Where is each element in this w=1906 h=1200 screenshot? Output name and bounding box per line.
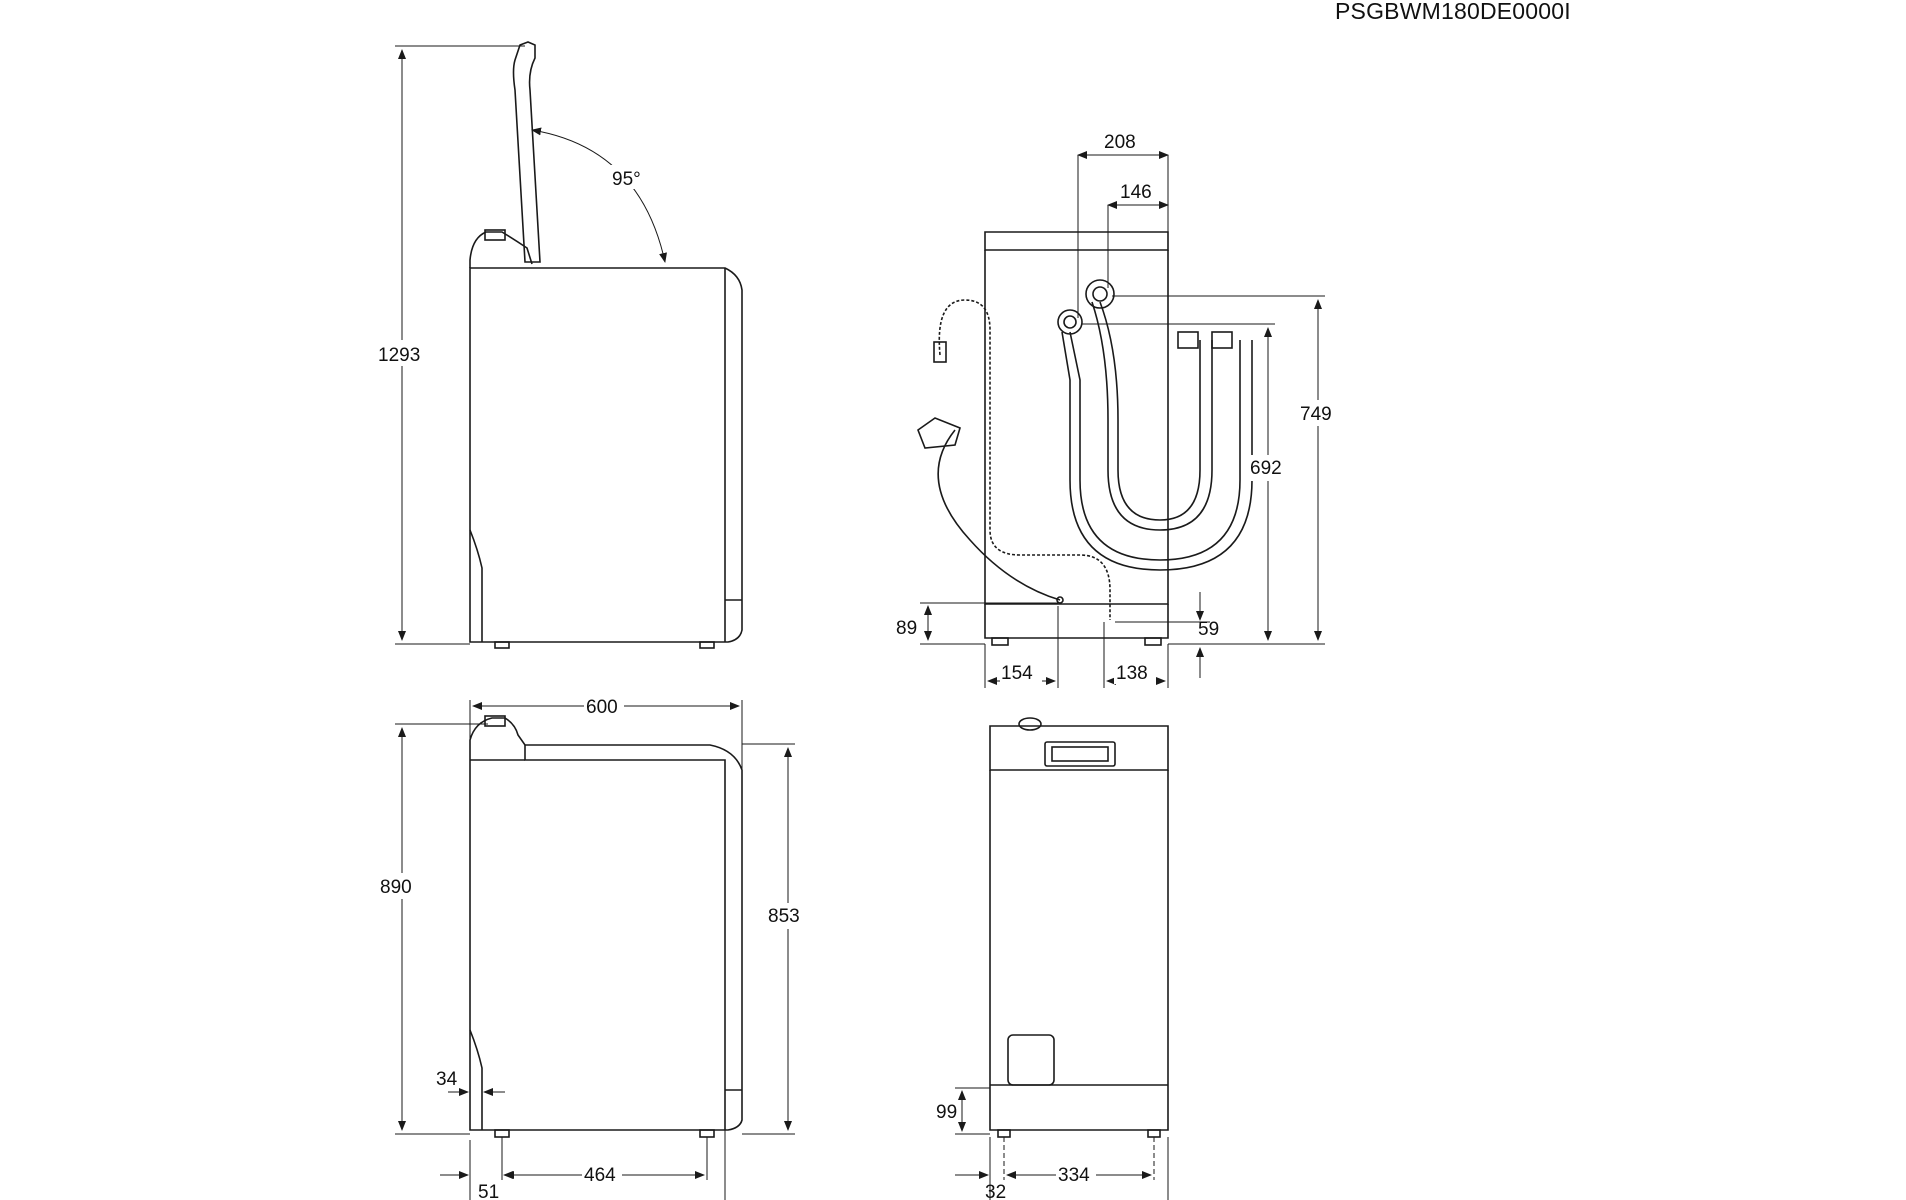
dim-397: 397 [1056,1137,1169,1200]
side-view-lid-open: 1293 95° [378,41,743,649]
dim-1293: 1293 [378,45,525,645]
dim-label: 51 [478,1182,499,1200]
dim-label: 890 [380,877,412,898]
dim-146: 146 [1107,182,1169,288]
dim-208: 208 [1077,132,1169,318]
dim-label: 208 [1104,132,1136,153]
dim-label: 34 [436,1069,458,1090]
front-view: 99 334 32 397 [936,717,1169,1200]
dim-label: 138 [1116,663,1148,684]
dim-99: 99 [936,1087,990,1135]
dim-89: 89 [896,602,1058,645]
document-code: PSGBWM180DE0000I [1335,0,1571,24]
machine-rear-outline [984,231,1169,646]
dim-label: 464 [584,1165,616,1186]
dim-label: 853 [768,906,800,927]
dim-label: 89 [896,618,917,639]
machine-body-outline [469,229,743,649]
dim-label: 692 [1250,458,1282,479]
dim-angle-95: 95° [531,127,667,263]
dim-label: 749 [1300,404,1332,425]
dim-label: 1293 [378,345,420,366]
machine-front-outline [989,717,1169,1138]
dim-853: 853 [742,743,812,1135]
dim-549: 549 [578,1130,726,1200]
dim-749: 749 [1112,295,1342,645]
dim-692: 692 [1082,323,1292,641]
dim-34: 34 [436,1069,505,1096]
angle-label: 95° [612,169,641,190]
inlet-and-outlet-hoses [1057,279,1253,571]
dim-334: 334 [1003,1137,1155,1186]
dim-label: 600 [586,697,618,718]
dim-51: 51 [440,1137,530,1200]
machine-side-outline [469,715,743,1138]
dim-32: 32 [955,1137,1006,1200]
drain-hose [933,299,1111,620]
dim-154: 154 [984,606,1059,688]
dim-label: 154 [1001,663,1033,684]
dim-464: 464 [504,1137,708,1186]
power-cable [917,417,1064,604]
side-view: 600 890 853 34 51 [378,694,812,1200]
dim-890: 890 [378,723,488,1135]
dim-138: 138 [1103,622,1169,688]
dim-label: 334 [1058,1165,1090,1186]
dim-label: 59 [1198,619,1219,640]
dim-59: 59 [1115,592,1219,678]
open-lid-outline [512,41,541,263]
dim-label: 32 [985,1182,1006,1200]
dim-label: 99 [936,1102,957,1123]
rear-view: 208 146 749 692 89 [896,132,1342,688]
dim-600: 600 [469,694,743,770]
dim-label: 146 [1120,182,1152,203]
